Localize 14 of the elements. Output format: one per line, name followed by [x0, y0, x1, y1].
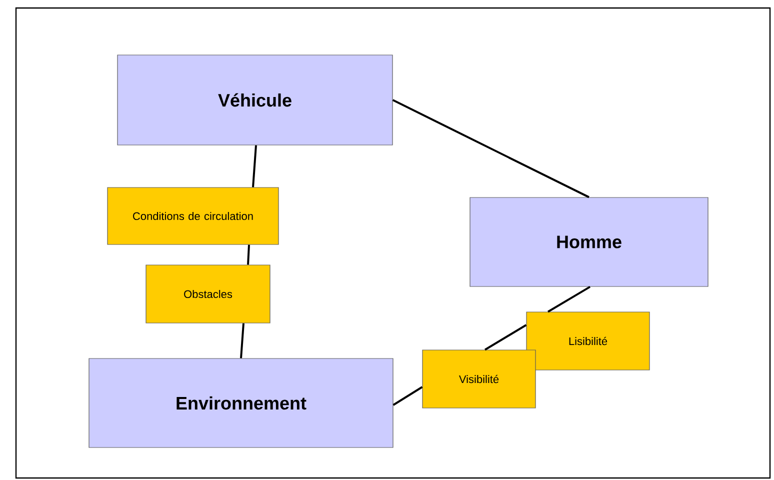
connector-line [247, 244, 250, 265]
connector-line [240, 323, 244, 358]
main-box: Véhicule [117, 54, 393, 146]
connector-line [392, 386, 423, 406]
main-box: Homme [470, 197, 708, 287]
connector-line [548, 286, 591, 313]
factor-box: Conditions de circulation [107, 187, 279, 245]
factor-box: Lisibilité [526, 312, 650, 370]
main-box: Environnement [88, 358, 394, 448]
connector-line [252, 145, 257, 188]
factor-box: Visibilité [422, 350, 536, 408]
connector-line [484, 324, 527, 351]
factor-box: Obstacles [146, 264, 270, 324]
connector-line [392, 99, 590, 198]
